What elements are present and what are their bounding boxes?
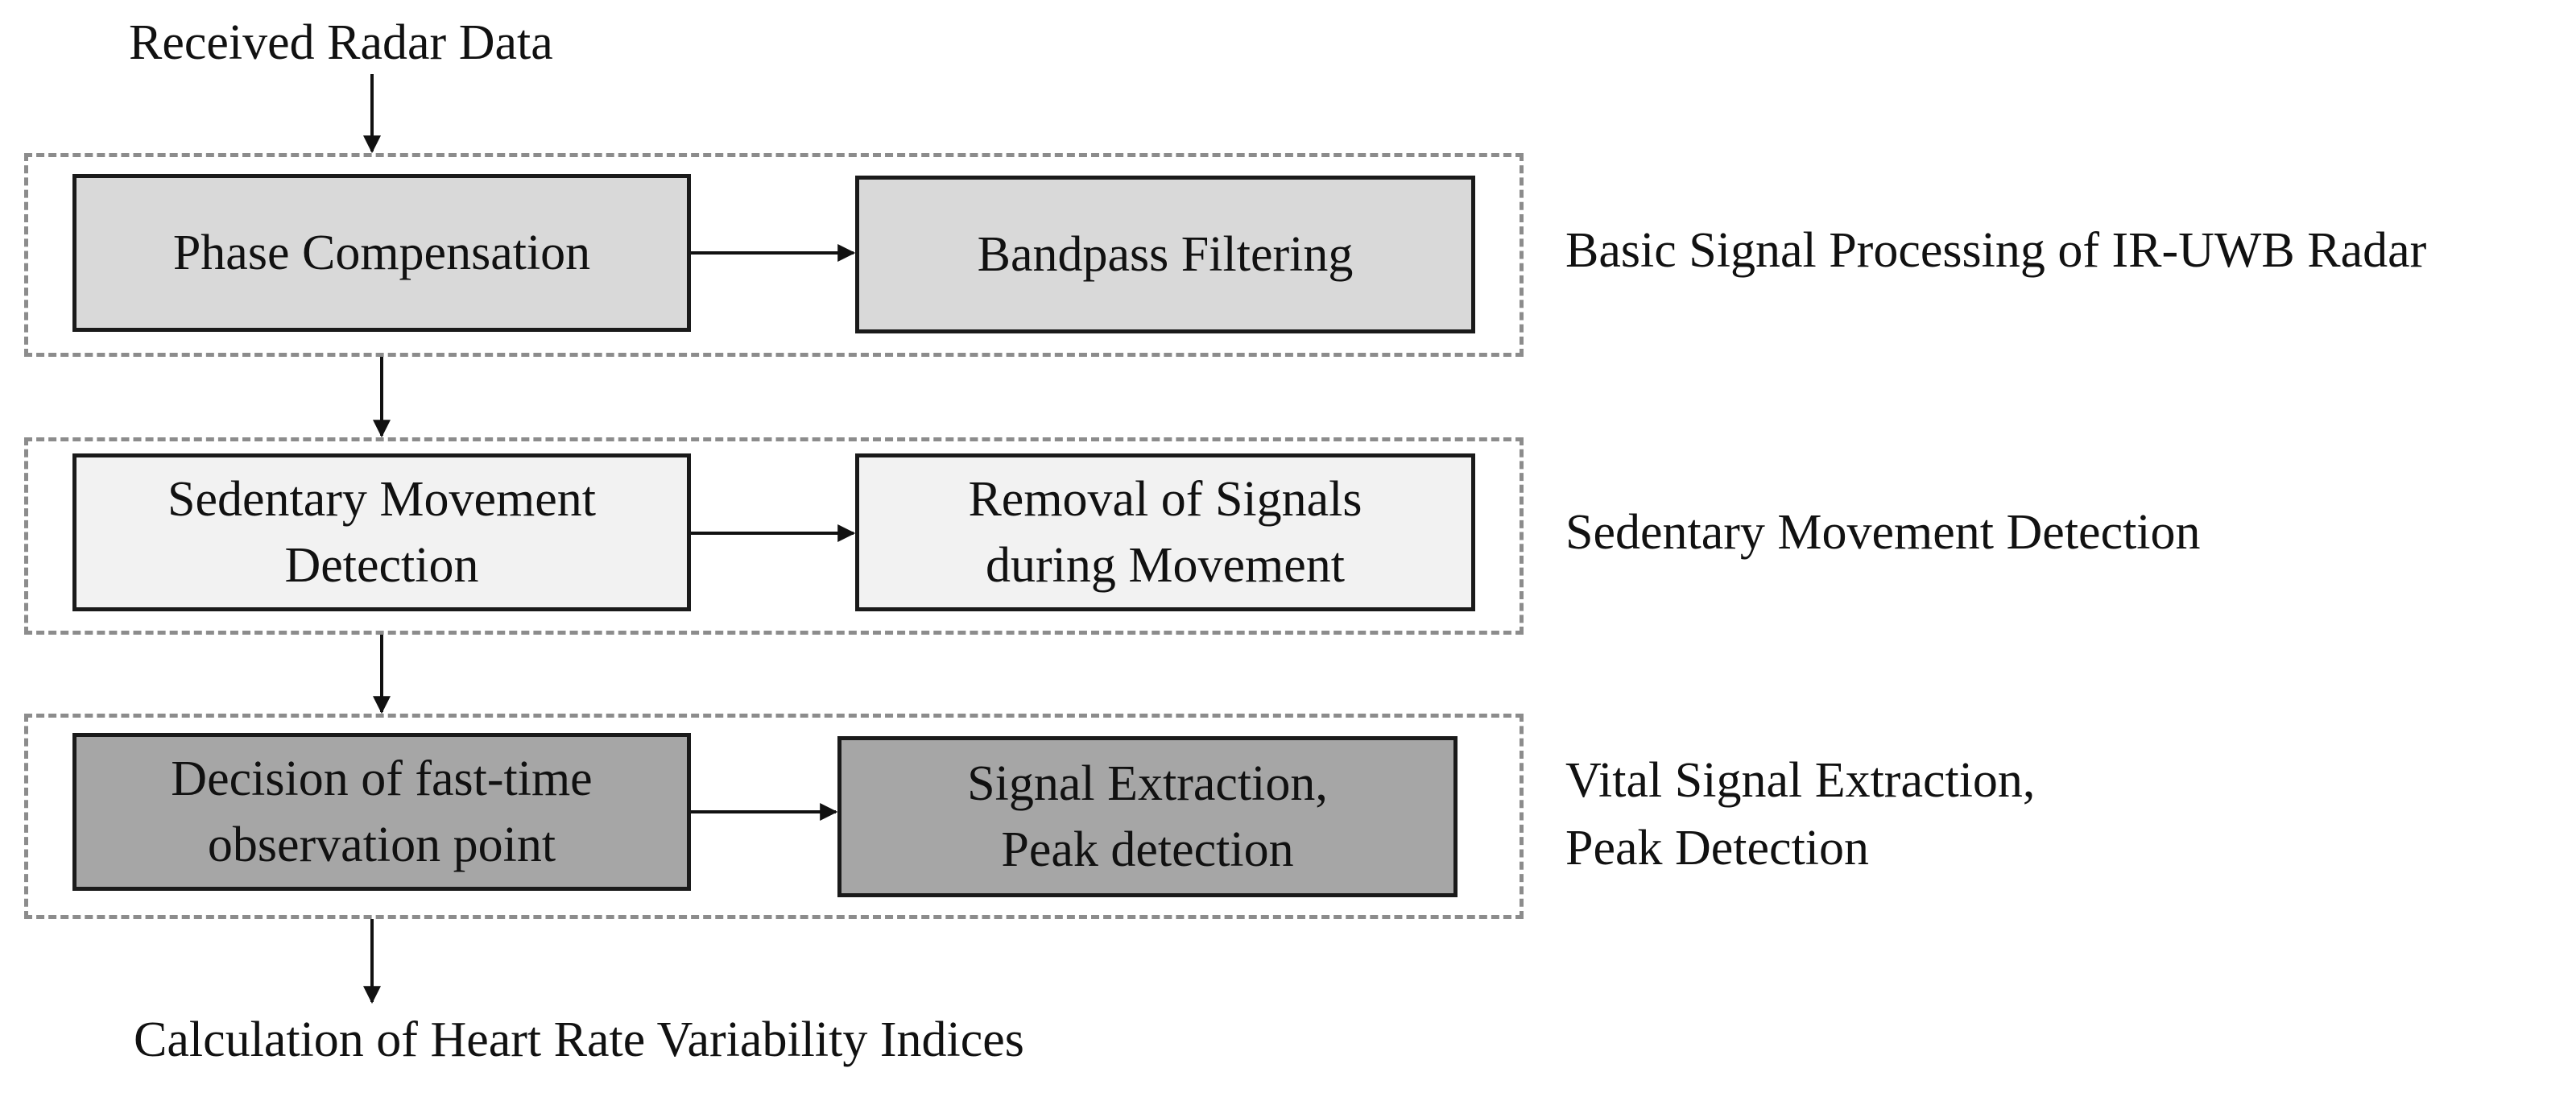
stage-vital-extraction-label-line-1: Vital Signal Extraction, — [1565, 753, 2036, 808]
stage-movement-detection-label: Sedentary Movement Detection — [1565, 505, 2201, 560]
stage-vital-extraction-label-line-2: Peak Detection — [1565, 820, 1870, 876]
phase-compensation-label: Phase Compensation — [172, 225, 591, 280]
sedentary-movement-detection-line-1: Sedentary Movement — [167, 471, 597, 527]
stage-vital-extraction-group — [24, 714, 1524, 919]
removal-of-signals-line-1: Removal of Signals — [968, 471, 1362, 527]
output-label: Calculation of Heart Rate Variability In… — [134, 1012, 1024, 1067]
signal-extraction-line-1: Signal Extraction, — [967, 755, 1328, 811]
stage-basic-processing-label: Basic Signal Processing of IR-UWB Radar — [1565, 223, 2427, 278]
removal-of-signals-box: Removal of Signals during Movement — [855, 453, 1475, 611]
fast-time-decision-box: Decision of fast-time observation point — [72, 733, 691, 891]
fast-time-decision-line-1: Decision of fast-time — [171, 751, 593, 806]
sedentary-movement-detection-box: Sedentary Movement Detection — [72, 453, 691, 611]
signal-extraction-line-2: Peak detection — [1001, 822, 1294, 877]
input-label: Received Radar Data — [129, 15, 553, 70]
phase-compensation-box: Phase Compensation — [72, 174, 691, 332]
stage-basic-processing-group — [24, 153, 1524, 357]
stage-vital-extraction-label: Vital Signal Extraction, Peak Detection — [1565, 747, 2035, 882]
fast-time-decision-line-2: observation point — [207, 818, 556, 872]
sedentary-movement-detection-line-2: Detection — [284, 538, 479, 593]
bandpass-filtering-label: Bandpass Filtering — [977, 226, 1354, 282]
bandpass-filtering-box: Bandpass Filtering — [855, 176, 1475, 333]
removal-of-signals-line-2: during Movement — [986, 538, 1345, 593]
stage-movement-detection-group — [24, 437, 1524, 635]
signal-extraction-box: Signal Extraction, Peak detection — [837, 736, 1458, 897]
